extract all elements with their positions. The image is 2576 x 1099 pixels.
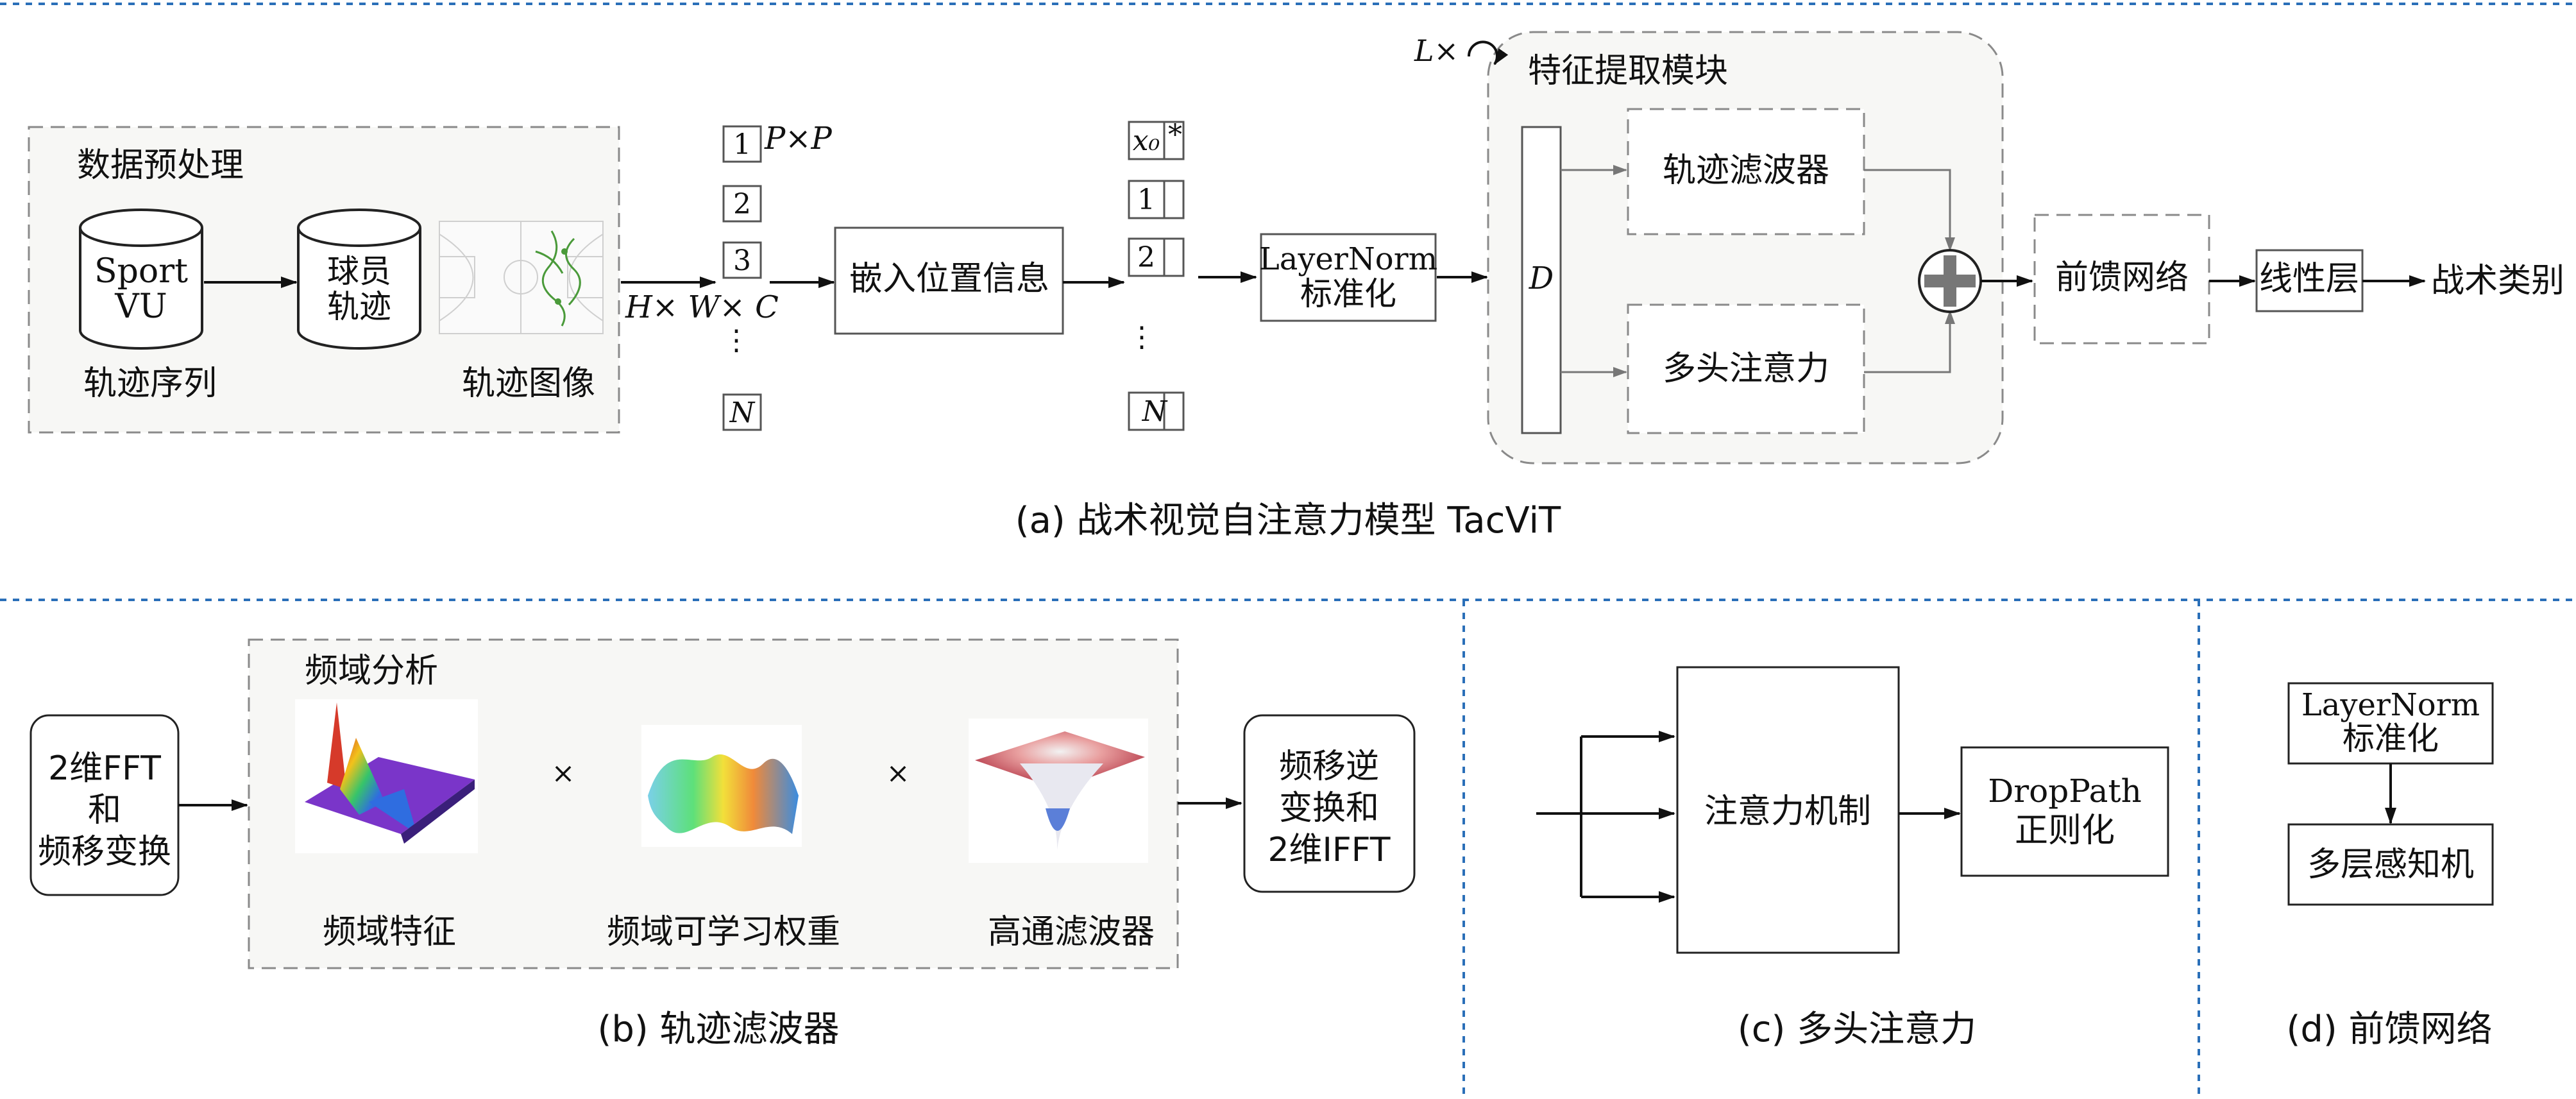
- token-label: 1: [1137, 183, 1155, 216]
- caption-c: (c) 多头注意力: [1738, 1009, 1976, 1050]
- patch-box: [722, 241, 762, 279]
- embed-box: [834, 226, 1064, 335]
- fft-line3: 频移变换: [38, 833, 171, 871]
- layernorm-box: [1260, 233, 1437, 322]
- patch-box: [722, 393, 762, 431]
- attention-label: 注意力机制: [1704, 792, 1871, 831]
- token-pos-box: [1163, 391, 1185, 431]
- droppath-cn: 正则化: [2015, 812, 2115, 850]
- token-list: x₀ * 1 2 ⋮ N: [1128, 119, 1185, 431]
- freq-analysis-title: 频域分析: [305, 652, 438, 690]
- db2-line2: 轨迹: [327, 288, 391, 325]
- arrow-mha-plus: [1864, 310, 1955, 373]
- times-sign-2: ×: [886, 757, 910, 790]
- ifft-line1: 频移逆: [1279, 747, 1379, 786]
- patch-label: 1: [733, 128, 751, 161]
- patch-label: N: [729, 396, 756, 429]
- layernorm-en: LayerNorm: [1259, 241, 1437, 277]
- fft-line1: 2维FFT: [48, 749, 161, 788]
- mha-box: [1627, 303, 1865, 434]
- dimension-bar: [1521, 126, 1562, 434]
- embed-label: 嵌入位置信息: [849, 260, 1049, 298]
- attention-box: [1676, 666, 1900, 954]
- ffn-box: [2033, 214, 2210, 345]
- db1-line2: VU: [114, 287, 167, 326]
- hwc-label: H× W× C: [625, 289, 779, 325]
- token-label: 2: [1137, 241, 1155, 274]
- caption-a: (a) 战术视觉自注意力模型 TacViT: [1015, 500, 1561, 541]
- patch-box: [722, 125, 762, 163]
- patch-box: [722, 185, 762, 223]
- panel-c: 注意力机制 DropPath 正则化 (c) 多头注意力: [1536, 666, 2169, 1050]
- feature-module-box: [1487, 31, 2004, 464]
- token-pos-box: [1163, 121, 1185, 160]
- plus-circle-icon: [1918, 249, 1982, 313]
- ifft-line2: 变换和: [1279, 789, 1379, 828]
- droppath-en: DropPath: [1988, 772, 2142, 810]
- ifft-box: [1243, 714, 1416, 893]
- patch-ellipsis: ⋮: [722, 324, 750, 357]
- label-highpass: 高通滤波器: [988, 913, 1155, 951]
- linear-box: [2255, 249, 2364, 312]
- mlp-box: [2287, 823, 2494, 906]
- db2-line1: 球员: [327, 253, 391, 290]
- preprocess-title: 数据预处理: [77, 146, 244, 185]
- traj-filter-label: 轨迹滤波器: [1663, 151, 1829, 190]
- label-freq-feature: 频域特征: [323, 913, 456, 951]
- caption-b: (b) 轨迹滤波器: [597, 1009, 839, 1050]
- traj-filter-box: [1627, 108, 1865, 235]
- ffn-layernorm-en: LayerNorm: [2301, 687, 2480, 723]
- basketball-court-icon: [439, 221, 604, 334]
- loop-arrow-icon: [1467, 40, 1509, 65]
- token-pos-box: [1163, 237, 1185, 277]
- patch-label: 2: [733, 188, 751, 221]
- label-trajectory-image: 轨迹图像: [462, 364, 595, 403]
- layernorm-cn: 标准化: [1300, 275, 1396, 312]
- patch-list: 1 2 3 ⋮ N: [722, 125, 762, 431]
- repeat-label: L×: [1414, 33, 1459, 68]
- label-trajectory-sequence: 轨迹序列: [83, 364, 217, 403]
- ffn-label: 前馈网络: [2055, 259, 2189, 297]
- mlp-label: 多层感知机: [2307, 846, 2474, 884]
- database-icon: [79, 209, 203, 350]
- droppath-box: [1960, 746, 2169, 877]
- token-label: N: [1142, 395, 1168, 428]
- caption-d: (d) 前馈网络: [2286, 1009, 2492, 1050]
- label-learnable-weight: 频域可学习权重: [607, 913, 840, 951]
- mha-label: 多头注意力: [1663, 350, 1829, 388]
- token-box: [1128, 391, 1165, 431]
- freq-feature-plot: [295, 699, 478, 853]
- patch-size-label: P×P: [764, 121, 833, 157]
- arrow-filter-plus: [1864, 169, 1955, 251]
- highpass-filter-plot: [969, 719, 1148, 863]
- database-icon: [297, 209, 421, 350]
- token-ellipsis: ⋮: [1128, 321, 1156, 354]
- panel-b: 2维FFT 和 频移变换 频域分析 × × 频域特征: [30, 638, 1416, 1050]
- dimension-label: D: [1529, 260, 1554, 296]
- output-label: 战术类别: [2431, 262, 2564, 300]
- db1-line1: Sport: [94, 252, 188, 291]
- token-label: x₀: [1133, 124, 1160, 157]
- linear-label: 线性层: [2259, 260, 2359, 298]
- learnable-weight-plot: [641, 725, 802, 847]
- ffn-layernorm-cn: 标准化: [2343, 720, 2439, 757]
- patch-label: 3: [733, 244, 751, 277]
- token-pos-box: [1163, 180, 1185, 219]
- token-box: [1128, 180, 1165, 219]
- cls-mark: *: [1168, 119, 1182, 151]
- panel-d: LayerNorm 标准化 多层感知机 (d) 前馈网络: [2286, 682, 2494, 1050]
- ifft-line3: 2维IFFT: [1267, 831, 1390, 869]
- times-sign-1: ×: [552, 757, 575, 790]
- panel-a: 数据预处理 Sport VU 球员 轨迹 轨迹序列 轨迹图像: [28, 31, 2564, 541]
- fft-line2: 和: [88, 791, 121, 830]
- feature-module-title: 特征提取模块: [1528, 52, 1728, 90]
